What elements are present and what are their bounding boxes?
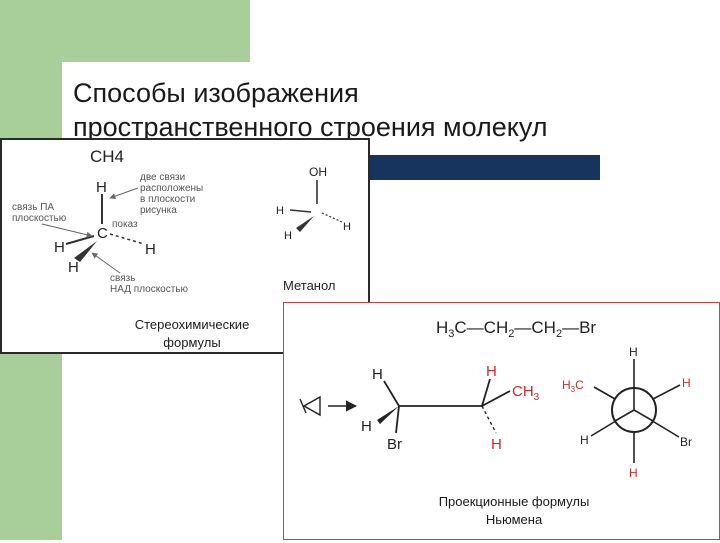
methanol-bond-h1 bbox=[289, 209, 312, 213]
newman-h-right: H bbox=[682, 376, 691, 390]
stereo-caption-line-1: Стереохимические bbox=[134, 317, 250, 332]
front-h-top: H bbox=[372, 366, 383, 383]
note-above-plane: связь НАД плоскостью bbox=[110, 273, 189, 295]
newman-back-bond-h bbox=[652, 384, 681, 400]
note-two-bonds-line: рисунка bbox=[140, 205, 177, 216]
methanol-h3: H bbox=[284, 230, 292, 242]
atom-h-right: H bbox=[145, 241, 156, 258]
stereo-caption: Стереохимические формулы bbox=[112, 316, 272, 352]
slide-title: Способы изображения пространственного ст… bbox=[73, 76, 713, 144]
newman-spoke bbox=[614, 409, 635, 422]
note-below-line: связь ПА bbox=[12, 202, 54, 213]
back-bond-hashed bbox=[481, 405, 497, 434]
front-bond-h bbox=[383, 380, 400, 407]
back-bond-h bbox=[481, 378, 491, 407]
methanol-wedge bbox=[296, 216, 314, 232]
methanol-label: Метанол bbox=[283, 278, 336, 293]
atom-h-top: H bbox=[96, 179, 107, 196]
note-above-line: связь bbox=[110, 273, 135, 284]
front-h-left: H bbox=[361, 418, 372, 435]
back-bond-ch3 bbox=[481, 390, 511, 407]
slide-title-line-1: Способы изображения bbox=[73, 78, 359, 108]
arrow-above bbox=[91, 252, 121, 274]
note-below-plane: связь ПА плоскостью bbox=[12, 202, 67, 224]
chain-formula: H3C—CH2—CH2—Br bbox=[436, 318, 596, 340]
green-top-band bbox=[0, 0, 250, 62]
newman-projection: H H Br H3C H H bbox=[562, 345, 692, 480]
newman-projection-image: H3C—CH2—CH2—Br H H Br H CH3 H bbox=[283, 302, 720, 540]
eye-outline bbox=[302, 395, 321, 417]
arrow-two-bonds bbox=[109, 187, 139, 200]
newman-h-top: H bbox=[629, 345, 638, 359]
newman-spoke bbox=[633, 409, 654, 422]
newman-caption-line-1: Проекционные формулы bbox=[438, 494, 590, 509]
accent-bar bbox=[370, 155, 600, 180]
back-h-bottom: H bbox=[491, 436, 502, 453]
slide-title-line-2: пространственного строения молекул bbox=[73, 112, 548, 142]
newman-caption-line-2: Ньюмена bbox=[485, 512, 543, 527]
front-wedge bbox=[377, 406, 399, 424]
newman-h-left: H bbox=[580, 433, 589, 447]
stereo-formulas-drawing: CH4 C H H H H две связи расположены в пл… bbox=[12, 147, 351, 295]
front-bond-br bbox=[395, 405, 400, 434]
methanol-h2: H bbox=[343, 221, 351, 233]
note-above-line: НАД плоскостью bbox=[110, 284, 189, 295]
note-partial: показ bbox=[112, 219, 138, 230]
back-h-top: H bbox=[486, 363, 497, 380]
newman-br: Br bbox=[680, 435, 692, 449]
methanol-oh: OH bbox=[309, 165, 327, 179]
bond-left bbox=[65, 235, 95, 245]
note-two-bonds-line: две связи bbox=[140, 172, 185, 183]
atom-h-left: H bbox=[54, 239, 65, 256]
newman-h3c: H3C bbox=[562, 378, 584, 394]
arrow-below bbox=[41, 223, 93, 238]
newman-back-bond-ch3 bbox=[593, 386, 616, 400]
methanol-bond-h2 bbox=[321, 212, 343, 223]
atom-h-bottom: H bbox=[68, 259, 79, 276]
back-ch3: CH3 bbox=[512, 383, 540, 403]
note-below-line: плоскостью bbox=[12, 213, 67, 224]
newman-caption: Проекционные формулы Ньюмена bbox=[404, 493, 624, 529]
note-two-bonds: две связи расположены в плоскости рисунк… bbox=[140, 172, 203, 216]
eye-icon bbox=[299, 395, 321, 417]
newman-drawing: H3C—CH2—CH2—Br H H Br H CH3 H bbox=[299, 318, 692, 480]
bond-hashed bbox=[109, 233, 145, 245]
note-two-bonds-line: расположены bbox=[140, 183, 203, 194]
ch4-label: CH4 bbox=[90, 147, 124, 166]
methanol-h1: H bbox=[276, 205, 284, 217]
front-br: Br bbox=[387, 436, 402, 453]
atom-c: C bbox=[97, 225, 108, 242]
eye-lid bbox=[299, 398, 307, 414]
note-two-bonds-line: в плоскости bbox=[140, 194, 195, 205]
newman-h-bottom: H bbox=[629, 466, 638, 480]
stereo-caption-line-2: формулы bbox=[163, 335, 221, 350]
bond-wedge bbox=[74, 241, 97, 262]
